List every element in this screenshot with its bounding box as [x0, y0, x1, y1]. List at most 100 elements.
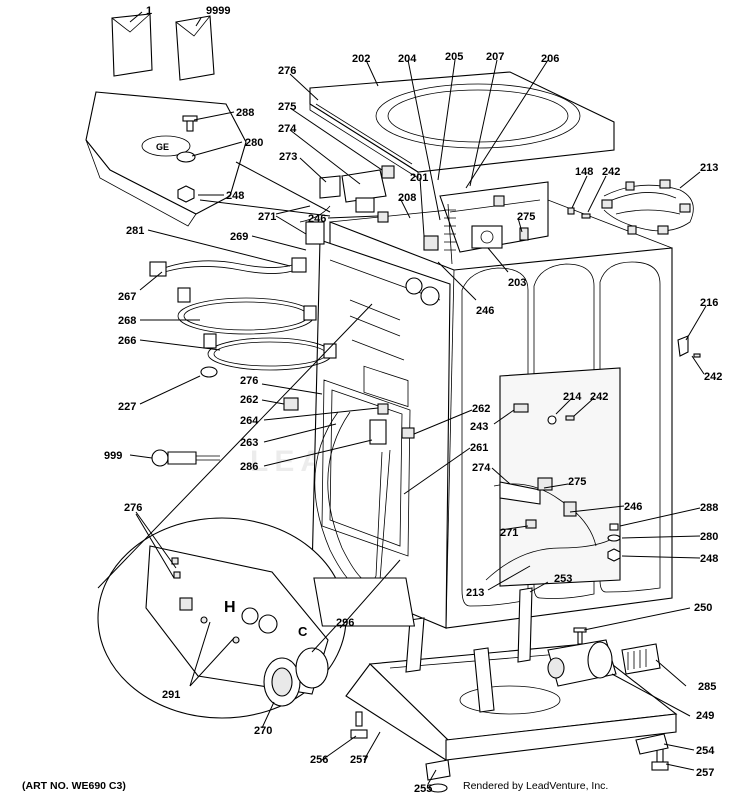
callout-9999[interactable]: 9999	[206, 5, 230, 17]
callout-268[interactable]: 268	[118, 315, 136, 327]
callout-288-side[interactable]: 288	[700, 502, 718, 514]
fill-hose-268[interactable]	[177, 287, 317, 335]
clip-216[interactable]	[677, 335, 689, 357]
connector-243[interactable]	[513, 403, 529, 413]
callout-286[interactable]: 286	[240, 461, 258, 473]
bracket-254[interactable]	[635, 733, 669, 755]
callout-206[interactable]: 206	[541, 53, 559, 65]
power-cord-267[interactable]	[149, 257, 307, 277]
callout-256[interactable]: 256	[310, 754, 328, 766]
callout-249[interactable]: 249	[696, 710, 714, 722]
callout-207[interactable]: 207	[486, 51, 504, 63]
callout-296[interactable]: 296	[336, 617, 354, 629]
inlet-valve-assembly[interactable]	[299, 165, 395, 245]
callout-999[interactable]: 999	[104, 450, 122, 462]
callout-280-side[interactable]: 280	[700, 531, 718, 543]
callout-254[interactable]: 254	[696, 745, 715, 757]
clip-246-top[interactable]	[377, 211, 389, 223]
callout-261[interactable]: 261	[470, 442, 488, 454]
washer-280-side[interactable]	[607, 534, 621, 542]
callout-264[interactable]: 264	[240, 415, 259, 427]
callout-248-side[interactable]: 248	[700, 553, 718, 565]
callout-270[interactable]: 270	[254, 725, 272, 737]
callout-274[interactable]: 274	[278, 123, 297, 135]
spring-hanger[interactable]	[444, 203, 456, 265]
screw-242-top[interactable]	[581, 213, 591, 219]
screw-288-top[interactable]	[182, 115, 198, 132]
callout-280[interactable]: 280	[245, 137, 263, 149]
washer-214[interactable]	[547, 415, 557, 425]
callout-242[interactable]: 242	[602, 166, 620, 178]
callout-276-left[interactable]: 276	[240, 375, 258, 387]
callout-274-side[interactable]: 274	[472, 462, 491, 474]
callout-214[interactable]: 214	[563, 391, 582, 403]
callout-281[interactable]: 281	[126, 225, 144, 237]
top-cover-panel[interactable]: GE	[85, 91, 247, 227]
literature-packet-1[interactable]	[111, 13, 153, 77]
shipping-bolt-999[interactable]	[151, 449, 220, 467]
callout-262-center[interactable]: 262	[472, 403, 490, 415]
callout-273[interactable]: 273	[279, 151, 297, 163]
callout-271-side[interactable]: 271	[500, 527, 518, 539]
callout-291[interactable]: 291	[162, 689, 180, 701]
wire-harness-213[interactable]	[601, 179, 694, 235]
base-frame[interactable]	[345, 643, 678, 761]
clip-262-left[interactable]	[283, 397, 299, 411]
screw-288-side[interactable]	[609, 523, 619, 531]
literature-packet-9999[interactable]	[175, 15, 215, 81]
callout-266[interactable]: 266	[118, 335, 136, 347]
callout-227[interactable]: 227	[118, 401, 136, 413]
callout-246-side[interactable]: 246	[624, 501, 642, 513]
callout-208[interactable]: 208	[398, 192, 416, 204]
clip-262-center[interactable]	[401, 427, 415, 439]
screw-242-side[interactable]	[693, 353, 701, 358]
suspension-rod-253[interactable]	[405, 587, 533, 713]
callout-255[interactable]: 255	[414, 783, 432, 795]
callout-213[interactable]: 213	[700, 162, 718, 174]
callout-248[interactable]: 248	[226, 190, 244, 202]
callout-276[interactable]: 276	[278, 65, 296, 77]
trim-strip-276[interactable]	[315, 103, 413, 165]
callout-242-lower[interactable]: 242	[590, 391, 608, 403]
callout-246-front[interactable]: 246	[476, 305, 494, 317]
clip-264[interactable]	[377, 403, 389, 415]
callout-285[interactable]: 285	[698, 681, 716, 693]
callout-288[interactable]: 288	[236, 107, 254, 119]
callout-271[interactable]: 271	[258, 211, 276, 223]
foot-255[interactable]	[425, 759, 451, 793]
callout-257[interactable]: 257	[350, 754, 368, 766]
callout-276-detail[interactable]: 276	[124, 502, 142, 514]
motor-285[interactable]	[621, 643, 661, 675]
callout-267[interactable]: 267	[118, 291, 136, 303]
nut-248-side[interactable]	[607, 548, 621, 562]
callout-205[interactable]: 205	[445, 51, 463, 63]
clip-148[interactable]	[567, 207, 575, 215]
callout-204[interactable]: 204	[398, 53, 417, 65]
callout-257-right[interactable]: 257	[696, 767, 714, 779]
drain-pump-249[interactable]	[547, 639, 617, 687]
callout-213-lower[interactable]: 213	[466, 587, 484, 599]
fill-hose-266[interactable]	[203, 333, 337, 371]
clip-275-top[interactable]	[493, 195, 505, 207]
callout-242-side[interactable]: 242	[704, 371, 722, 383]
callout-275-side[interactable]: 275	[568, 476, 586, 488]
callout-263[interactable]: 263	[240, 437, 258, 449]
pressure-switch-203[interactable]	[471, 225, 503, 249]
callout-203[interactable]: 203	[508, 277, 526, 289]
callout-250[interactable]: 250	[694, 602, 712, 614]
callout-148[interactable]: 148	[575, 166, 593, 178]
callout-216[interactable]: 216	[700, 297, 718, 309]
callout-253[interactable]: 253	[554, 573, 572, 585]
washer-280-top[interactable]	[176, 151, 196, 163]
cabinet-top-202[interactable]	[309, 71, 615, 179]
callout-269[interactable]: 269	[230, 231, 248, 243]
callout-246[interactable]: 246	[308, 213, 326, 225]
callout-275[interactable]: 275	[278, 101, 296, 113]
clip-275-rear[interactable]	[519, 227, 529, 241]
callout-262[interactable]: 262	[240, 394, 258, 406]
nut-248-top[interactable]	[177, 185, 195, 203]
screw-242-lower[interactable]	[565, 415, 575, 421]
leveling-leg-256[interactable]	[350, 711, 368, 739]
connector-208[interactable]	[423, 235, 439, 251]
harness-213-lower[interactable]	[485, 539, 611, 581]
